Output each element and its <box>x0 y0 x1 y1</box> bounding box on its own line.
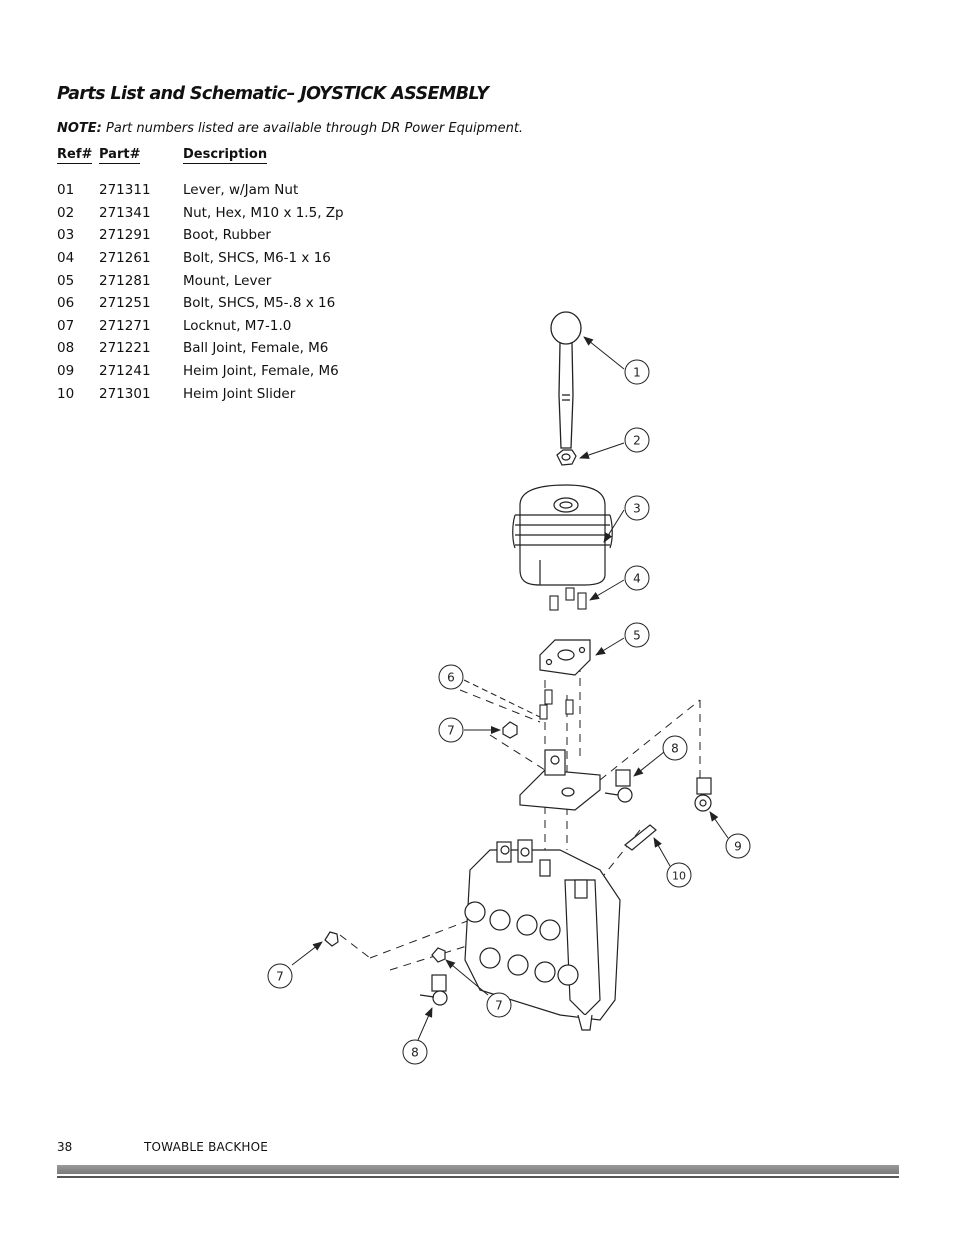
cell-description: Heim Joint, Female, M6 <box>183 363 339 380</box>
ball-joint <box>604 769 633 803</box>
cell-part: 271251 <box>99 295 151 312</box>
cell-ref: 05 <box>57 272 75 289</box>
cell-part: 271241 <box>99 363 151 380</box>
table-header-row: Ref# Part# Description <box>57 147 344 169</box>
callout-5: 5 <box>624 622 650 648</box>
callout-label: 7 <box>276 970 284 984</box>
table-row: 06 271251 Bolt, SHCS, M5-.8 x 16 <box>57 292 344 315</box>
cell-part: 271301 <box>99 385 151 402</box>
callout-label: 3 <box>633 502 641 516</box>
note: NOTE: Part numbers listed are available … <box>57 121 523 136</box>
cell-part: 271291 <box>99 227 151 244</box>
cell-description: Bolt, SHCS, M5-.8 x 16 <box>183 295 336 312</box>
bolts-m6 <box>549 587 587 611</box>
cell-description: Bolt, SHCS, M6-1 x 16 <box>183 250 331 267</box>
callout-label: 9 <box>734 840 742 854</box>
footer-rule <box>57 1165 899 1174</box>
cell-ref: 02 <box>57 204 75 221</box>
callout-label: 10 <box>672 870 686 883</box>
table-row: 07 271271 Locknut, M7-1.0 <box>57 315 344 338</box>
cell-description: Locknut, M7-1.0 <box>183 317 292 334</box>
cell-ref: 06 <box>57 295 75 312</box>
cell-ref: 10 <box>57 385 75 402</box>
lower-locknut-left <box>324 931 339 947</box>
table-row: 03 271291 Boot, Rubber <box>57 224 344 247</box>
page-title: Parts List and Schematic– JOYSTICK ASSEM… <box>57 84 489 104</box>
base-plate <box>519 749 601 811</box>
heim-joint <box>694 777 712 812</box>
callout-7-lower-right: 7 <box>486 992 512 1018</box>
footer-product: TOWABLE BACKHOE <box>144 1140 269 1154</box>
table-row: 02 271341 Nut, Hex, M10 x 1.5, Zp <box>57 202 344 225</box>
cell-part: 271221 <box>99 340 151 357</box>
rubber-boot <box>512 484 613 586</box>
cell-description: Ball Joint, Female, M6 <box>183 340 329 357</box>
lever-mount <box>539 639 591 676</box>
cell-part: 271311 <box>99 182 151 199</box>
parts-table: Ref# Part# Description 01 271311 Lever, w/… <box>57 147 344 405</box>
table-row: 01 271311 Lever, w/Jam Nut <box>57 169 344 202</box>
callout-label: 6 <box>447 671 455 685</box>
callout-label: 7 <box>495 999 503 1013</box>
callout-1: 1 <box>624 359 650 385</box>
callout-8-upper: 8 <box>662 735 688 761</box>
cell-part: 271341 <box>99 204 151 221</box>
joystick-assembly-schematic: 1 2 3 4 5 6 7 8 9 10 7 7 8 <box>267 311 751 1065</box>
locknut <box>502 721 518 739</box>
callout-3: 3 <box>624 495 650 521</box>
footer-rule-thin <box>57 1176 899 1178</box>
callout-label: 4 <box>633 572 641 586</box>
lower-ball-joint <box>419 974 448 1006</box>
table-row: 04 271261 Bolt, SHCS, M6-1 x 16 <box>57 247 344 270</box>
cell-part: 271261 <box>99 250 151 267</box>
jam-nut <box>556 449 577 466</box>
cell-description: Heim Joint Slider <box>183 385 296 402</box>
cell-ref: 07 <box>57 317 75 334</box>
lower-locknut-right <box>431 947 446 963</box>
callout-label: 5 <box>633 629 641 643</box>
cell-description: Lever, w/Jam Nut <box>183 182 299 199</box>
callout-2: 2 <box>624 427 650 453</box>
cell-ref: 08 <box>57 340 75 357</box>
callout-label: 8 <box>671 742 679 756</box>
bolts-m5 <box>539 689 574 720</box>
valve-body <box>464 839 621 1031</box>
callout-6: 6 <box>438 664 464 690</box>
header-ref: Ref# <box>57 147 93 164</box>
cell-description: Mount, Lever <box>183 272 272 289</box>
callout-label: 7 <box>447 724 455 738</box>
cell-ref: 04 <box>57 250 75 267</box>
cell-part: 271281 <box>99 272 151 289</box>
lever <box>550 311 582 449</box>
callout-9: 9 <box>725 833 751 859</box>
callouts: 1 2 3 4 5 6 7 8 9 10 7 7 8 <box>267 359 751 1065</box>
callout-7-lower-left: 7 <box>267 963 293 989</box>
table-row: 09 271241 Heim Joint, Female, M6 <box>57 360 344 383</box>
table-row: 08 271221 Ball Joint, Female, M6 <box>57 337 344 360</box>
table-row: 05 271281 Mount, Lever <box>57 269 344 292</box>
callout-label: 8 <box>411 1046 419 1060</box>
table-row: 10 271301 Heim Joint Slider <box>57 382 344 405</box>
page-number: 38 <box>57 1140 73 1154</box>
callout-8-lower: 8 <box>402 1039 428 1065</box>
note-label: NOTE: <box>57 121 102 136</box>
cell-description: Nut, Hex, M10 x 1.5, Zp <box>183 204 344 221</box>
callout-label: 2 <box>633 434 641 448</box>
cell-description: Boot, Rubber <box>183 227 271 244</box>
callout-label: 1 <box>633 366 641 380</box>
callout-4: 4 <box>624 565 650 591</box>
header-part: Part# <box>99 147 141 164</box>
header-description: Description <box>183 147 268 164</box>
leader-arrows <box>291 336 729 1041</box>
cell-ref: 09 <box>57 363 75 380</box>
note-text: Part numbers listed are available throug… <box>106 121 524 136</box>
callout-7-upper: 7 <box>438 717 464 743</box>
cell-ref: 01 <box>57 182 75 199</box>
cell-part: 271271 <box>99 317 151 334</box>
callout-10: 10 <box>666 862 692 888</box>
heim-slider <box>624 824 657 851</box>
cell-ref: 03 <box>57 227 75 244</box>
